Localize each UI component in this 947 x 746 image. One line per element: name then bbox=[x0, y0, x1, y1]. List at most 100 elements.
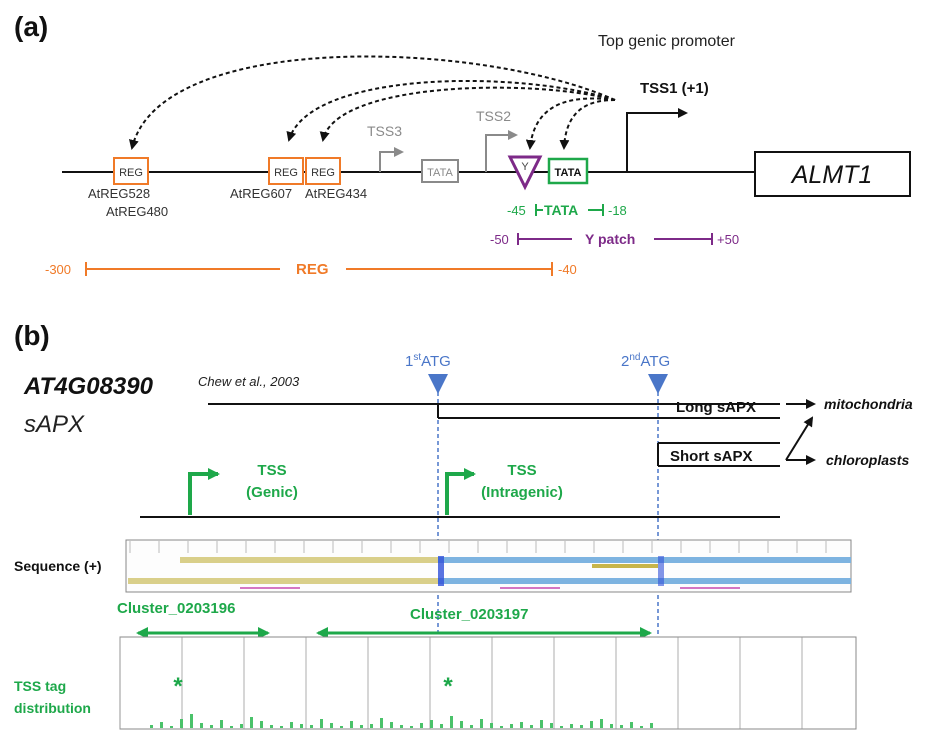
dashed-arrow-reg528 bbox=[129, 55, 616, 150]
tag-bar bbox=[470, 725, 473, 728]
cluster1-label: Cluster_0203196 bbox=[117, 600, 235, 617]
sequence-viewer bbox=[125, 539, 852, 593]
reg-box-434: REG bbox=[305, 157, 341, 185]
tag-bar bbox=[610, 724, 613, 728]
tag-bar bbox=[200, 723, 203, 728]
tag-bar bbox=[500, 726, 503, 728]
tss-intra-label-2: (Intragenic) bbox=[481, 484, 563, 501]
tss-genic-arrow bbox=[188, 468, 220, 515]
dashed-arrow-tata bbox=[559, 99, 616, 150]
tag-bar bbox=[580, 725, 583, 728]
tag-bar bbox=[180, 719, 183, 728]
dashed-arrow-reg607 bbox=[286, 79, 616, 142]
citation: Chew et al., 2003 bbox=[198, 374, 300, 389]
reg-box-label: REG bbox=[274, 167, 298, 179]
sequence-label: Sequence (+) bbox=[14, 558, 102, 574]
tata-range-start: -45 bbox=[507, 203, 526, 218]
arrow-short-to-mito bbox=[785, 416, 814, 461]
tag-bar bbox=[520, 722, 523, 728]
atreg528-label: AtREG528 bbox=[88, 186, 150, 201]
reg-box-528: REG bbox=[113, 157, 149, 185]
tss2-label: TSS2 bbox=[476, 108, 511, 124]
tag-bar bbox=[600, 719, 603, 728]
atreg434-label: AtREG434 bbox=[305, 186, 367, 201]
tag-bar bbox=[650, 723, 653, 728]
tss1-label: TSS1 (+1) bbox=[640, 80, 709, 97]
tag-bar bbox=[510, 724, 513, 728]
tag-bar bbox=[300, 724, 303, 728]
tata-range: -45 TATA -18 bbox=[507, 202, 627, 218]
reg-range-label: REG bbox=[296, 261, 329, 278]
tag-bar bbox=[210, 725, 213, 728]
tag-bar bbox=[160, 722, 163, 728]
reg-box-label: REG bbox=[311, 167, 335, 179]
tss-genic-label-2: (Genic) bbox=[246, 484, 298, 501]
reg-box-607: REG bbox=[268, 157, 304, 185]
tata-box-green: TATA bbox=[547, 157, 589, 185]
chloroplasts-label: chloroplasts bbox=[826, 452, 909, 468]
reg-range-end: -40 bbox=[558, 262, 577, 277]
asterisk-genic: * bbox=[173, 673, 183, 700]
atreg480-label: AtREG480 bbox=[106, 204, 168, 219]
tag-bar bbox=[350, 721, 353, 728]
tag-bar bbox=[340, 726, 343, 728]
tag-bar bbox=[540, 720, 543, 728]
tss-tag-plot bbox=[119, 636, 857, 730]
tag-bar bbox=[260, 721, 263, 728]
atg1-marker bbox=[428, 374, 448, 394]
tag-bar bbox=[380, 718, 383, 728]
tag-bar bbox=[640, 726, 643, 728]
gene-name: sAPX bbox=[24, 411, 85, 438]
tag-bar bbox=[280, 726, 283, 728]
tag-bar bbox=[320, 719, 323, 728]
y-patch-triangle: Y bbox=[507, 155, 543, 191]
tss-tag-label-1: TSS tag bbox=[14, 678, 66, 694]
asterisk-intragenic: * bbox=[443, 673, 453, 700]
y-range-end: +50 bbox=[717, 232, 739, 247]
tag-bar bbox=[290, 722, 293, 728]
tag-bar bbox=[240, 724, 243, 728]
top-promoter-label: Top genic promoter bbox=[598, 33, 736, 50]
tss3-label: TSS3 bbox=[367, 123, 402, 139]
tag-bar bbox=[460, 721, 463, 728]
tag-bar bbox=[400, 725, 403, 728]
cluster2-label: Cluster_0203197 bbox=[410, 606, 528, 623]
tag-bar bbox=[270, 725, 273, 728]
almt1-label: ALMT1 bbox=[790, 161, 873, 189]
tag-bar bbox=[310, 725, 313, 728]
tag-bar bbox=[170, 726, 173, 728]
tag-bar bbox=[150, 725, 153, 728]
tss-tag-label-2: distribution bbox=[14, 700, 91, 716]
y-patch-range: -50 Y patch +50 bbox=[490, 231, 739, 247]
mitochondria-label: mitochondria bbox=[824, 396, 913, 412]
tag-bar bbox=[430, 720, 433, 728]
y-range-label: Y patch bbox=[585, 231, 635, 247]
y-label: Y bbox=[521, 161, 529, 173]
reg-range-start: -300 bbox=[45, 262, 71, 277]
tag-bar bbox=[410, 726, 413, 728]
tag-bar bbox=[590, 721, 593, 728]
atg1-label: 1stATG bbox=[405, 352, 451, 370]
panel-a-label: (a) bbox=[14, 11, 48, 42]
tss-intragenic-arrow bbox=[445, 468, 476, 515]
short-sapx-label: Short sAPX bbox=[670, 448, 753, 465]
tag-bar bbox=[450, 716, 453, 728]
tag-bar bbox=[620, 725, 623, 728]
tss1-arrow bbox=[626, 108, 688, 172]
tss3-arrow bbox=[379, 147, 404, 172]
tata-range-label: TATA bbox=[544, 202, 578, 218]
long-sapx-label: Long sAPX bbox=[676, 399, 756, 416]
tss-intra-label-1: TSS bbox=[507, 462, 536, 479]
tag-bar bbox=[220, 720, 223, 728]
tag-bar bbox=[250, 717, 253, 728]
tag-bar bbox=[480, 719, 483, 728]
tss2-arrow bbox=[485, 130, 518, 172]
tag-bar bbox=[420, 723, 423, 728]
dashed-arrow-y bbox=[525, 97, 616, 150]
tata-green-label: TATA bbox=[555, 167, 582, 179]
reg-range: -300 REG -40 bbox=[45, 261, 577, 278]
reg-box-label: REG bbox=[119, 167, 143, 179]
tag-bar bbox=[570, 724, 573, 728]
atreg607-label: AtREG607 bbox=[230, 186, 292, 201]
